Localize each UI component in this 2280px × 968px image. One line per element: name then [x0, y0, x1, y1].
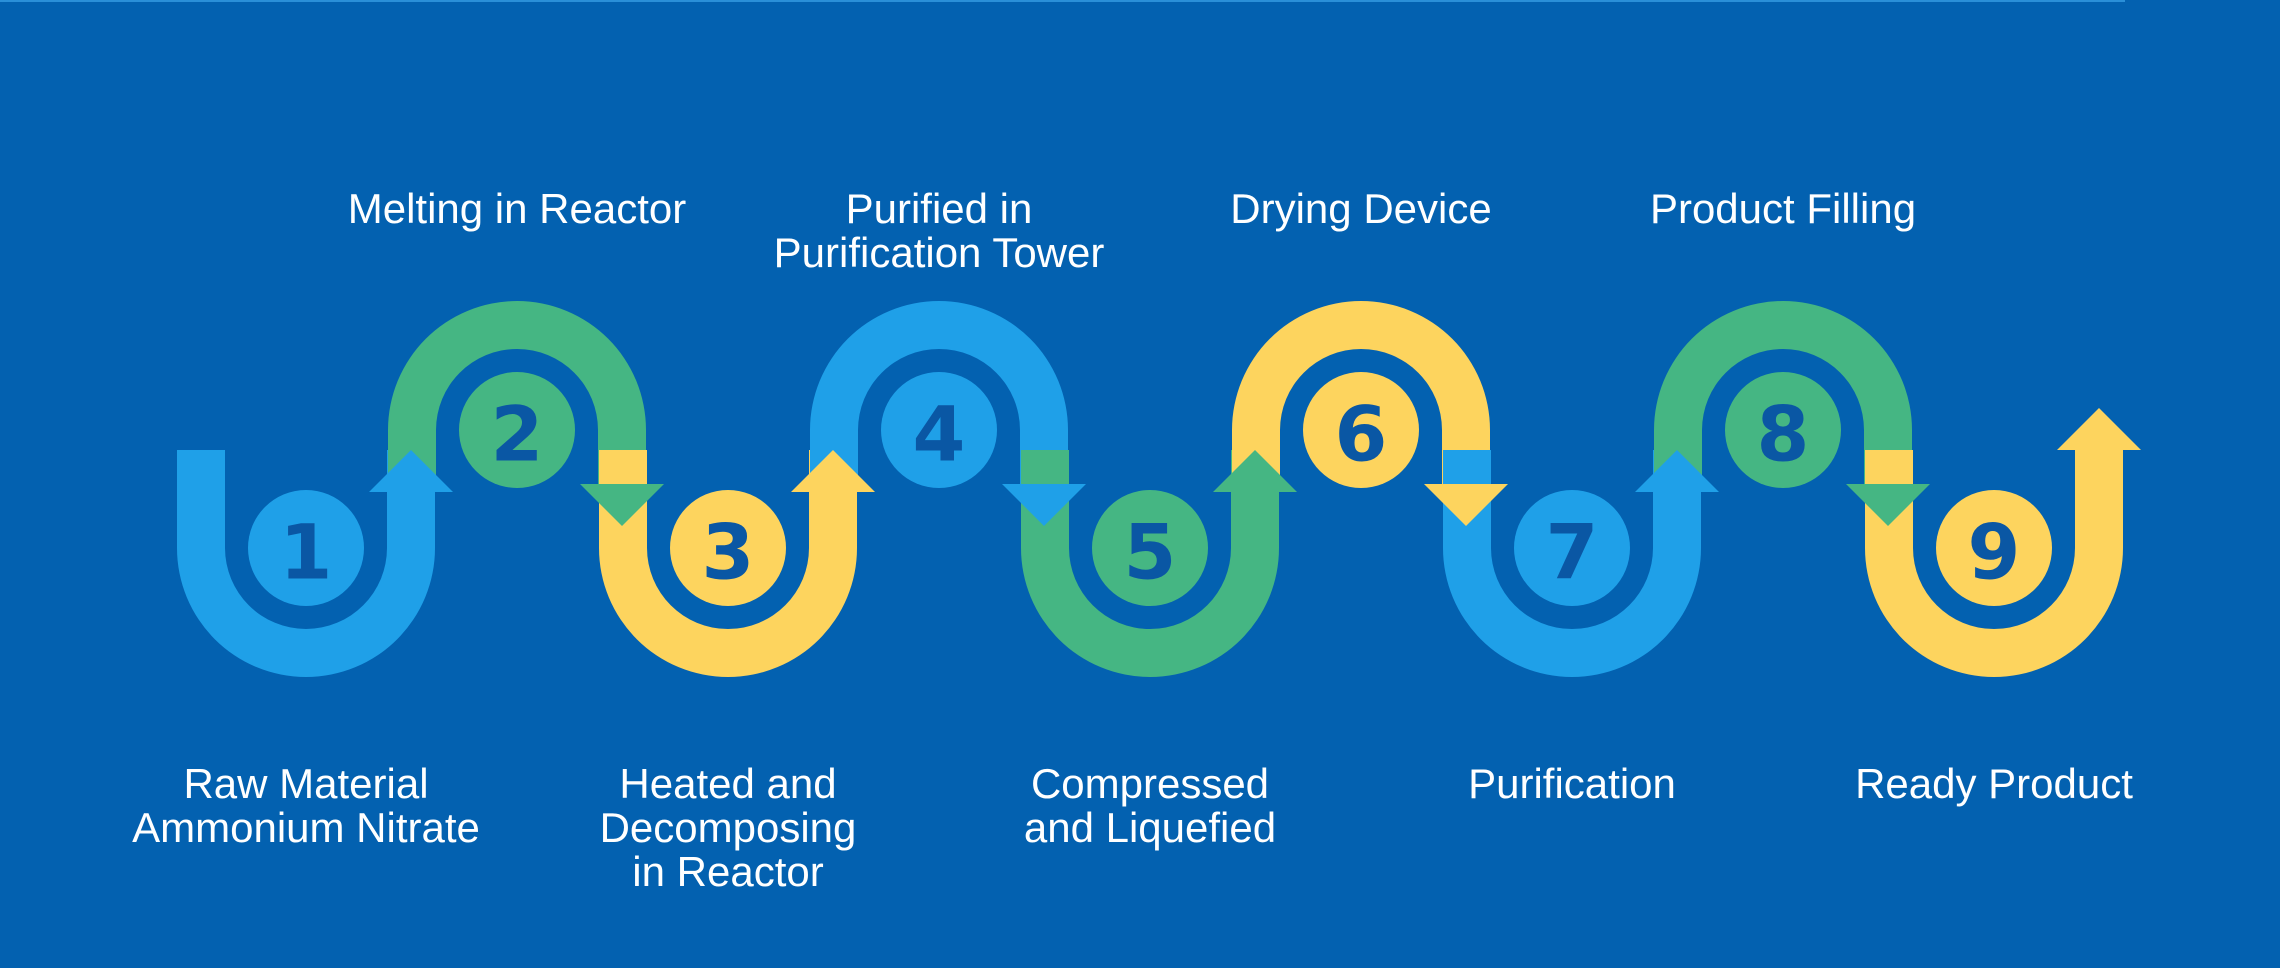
step-label-3-line-3: in Reactor [632, 848, 823, 895]
arrow-head-4 [1002, 484, 1086, 526]
step-number-9: 9 [1968, 508, 2021, 597]
step-label-5-line-1: Compressed [1031, 760, 1269, 807]
step-arc-4 [810, 301, 1068, 488]
step-label-7-line-1: Purification [1468, 760, 1676, 807]
step-disc-9 [1936, 490, 2052, 606]
step-arc-5 [1021, 450, 1279, 677]
step-label-9-line-1: Ready Product [1855, 760, 2133, 807]
step-number-4: 4 [913, 390, 966, 479]
step-number-7: 7 [1546, 508, 1599, 597]
step-arc-6 [1232, 301, 1490, 488]
arrow-head-2 [580, 484, 664, 526]
step-arc-3 [599, 450, 857, 677]
step-number-1: 1 [280, 508, 333, 597]
step-disc-7 [1514, 490, 1630, 606]
top-border-line [0, 0, 2125, 2]
arrow-head-6 [1424, 484, 1508, 526]
step-number-6: 6 [1335, 390, 1388, 479]
step-label-1-line-1: Raw Material [183, 760, 428, 807]
arrow-head-1 [369, 450, 453, 492]
arrow-head-9 [2057, 408, 2141, 450]
arrow-head-7 [1635, 450, 1719, 492]
wave-path: 1 2 3 4 5 6 7 8 9 [177, 301, 2141, 677]
step-disc-3 [670, 490, 786, 606]
step-arc-1 [177, 450, 435, 677]
step-number-8: 8 [1757, 390, 1810, 479]
arrow-head-3 [791, 450, 875, 492]
step-label-2-line-1: Melting in Reactor [348, 185, 686, 232]
step-number-3: 3 [702, 508, 755, 597]
step-arc-7 [1443, 450, 1701, 677]
step-arc-8 [1654, 301, 1912, 488]
step-number-2: 2 [491, 390, 544, 479]
step-disc-6 [1303, 372, 1419, 488]
step-label-4-line-1: Purified in [846, 185, 1033, 232]
step-number-5: 5 [1124, 508, 1177, 597]
step-disc-2 [459, 372, 575, 488]
step-arc-2 [388, 301, 646, 488]
step-label-8-line-1: Product Filling [1650, 185, 1916, 232]
step-label-6-line-1: Drying Device [1230, 185, 1491, 232]
step-arc-9 [1865, 450, 2123, 677]
step-disc-5 [1092, 490, 1208, 606]
arrow-head-5 [1213, 450, 1297, 492]
step-label-1-line-2: Ammonium Nitrate [132, 804, 480, 851]
step-disc-1 [248, 490, 364, 606]
step-label-3-line-2: Decomposing [600, 804, 857, 851]
step-disc-8 [1725, 372, 1841, 488]
step-label-3-line-1: Heated and [619, 760, 836, 807]
step-label-4-line-2: Purification Tower [774, 229, 1105, 276]
arrow-head-8 [1846, 484, 1930, 526]
step-disc-4 [881, 372, 997, 488]
step-label-5-line-2: and Liquefied [1024, 804, 1276, 851]
